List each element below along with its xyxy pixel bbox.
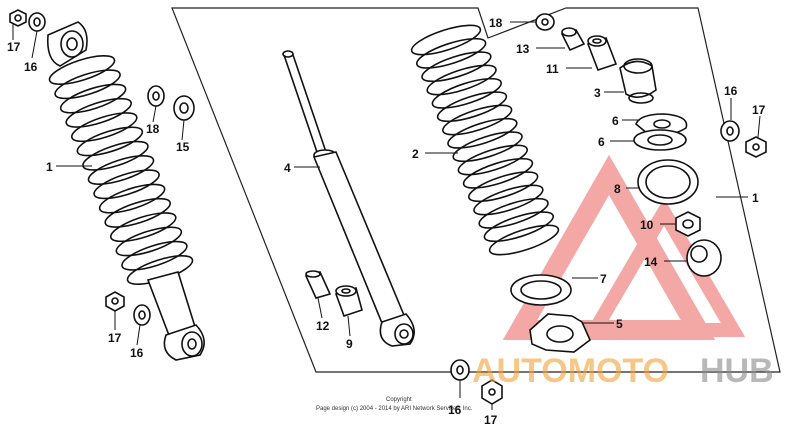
main-spring-coil — [468, 171, 539, 203]
main-spring-coil — [447, 117, 518, 149]
left-spring-coil — [71, 112, 138, 143]
left-spring-coil — [93, 169, 160, 200]
damper-4 — [282, 50, 415, 347]
main-spring-coil — [488, 224, 560, 256]
spring-seat-8 — [637, 159, 699, 205]
callout-10: 10 — [640, 218, 654, 232]
callout-16-top-left: 16 — [24, 60, 38, 74]
callout-17-bottom: 17 — [484, 413, 498, 427]
callout-3: 3 — [594, 86, 601, 100]
callout-9: 9 — [346, 337, 353, 351]
main-spring-coil — [462, 157, 534, 189]
left-spring-coil — [98, 183, 166, 214]
main-spring-coil — [457, 144, 528, 176]
spring-seat-6b — [633, 129, 687, 151]
callout-17-top-left: 17 — [7, 40, 21, 54]
callout-13: 13 — [516, 42, 530, 56]
main-spring-coil — [436, 91, 508, 123]
collar-9 — [334, 285, 363, 318]
callout-4: 4 — [284, 161, 291, 175]
stopper-rubber-3 — [619, 58, 657, 104]
nut-10 — [675, 211, 701, 237]
callout-11: 11 — [546, 62, 559, 76]
left-spring-coil — [76, 126, 144, 157]
watermark-text-hub: HUB — [700, 352, 774, 390]
nut-17-bottom — [481, 379, 503, 405]
left-spring-coil — [65, 97, 132, 128]
assembled-shock-absorber — [46, 21, 205, 361]
main-spring-coil — [452, 131, 523, 163]
spring-2 — [410, 24, 560, 256]
washer-18-top — [535, 13, 555, 31]
callout-12: 12 — [316, 319, 330, 333]
main-spring-coil — [416, 37, 487, 69]
copyright-title: Copyright — [386, 397, 412, 403]
callout-1-left: 1 — [46, 160, 53, 174]
washer-16-bottom-left — [133, 304, 151, 326]
left-spring-coil — [48, 55, 116, 85]
callout-1-right: 1 — [752, 191, 759, 205]
callout-5: 5 — [616, 317, 623, 331]
washer-16-bottom — [450, 359, 470, 381]
callout-2: 2 — [412, 147, 419, 161]
callout-7: 7 — [600, 272, 607, 286]
callout-18-left: 18 — [146, 122, 160, 136]
washer-18-left — [147, 85, 165, 107]
main-spring-coil — [431, 77, 502, 109]
left-spring-coil — [87, 155, 155, 185]
adjuster-5 — [529, 313, 591, 353]
callout-17-bottom-left: 17 — [108, 331, 122, 345]
nut-17-bottom-left — [105, 291, 125, 312]
copyright-line: Page design (c) 2004 - 2014 by ARI Netwo… — [316, 406, 473, 412]
bushing-14 — [686, 239, 722, 277]
main-spring-coil — [473, 184, 544, 216]
callout-6b: 6 — [598, 135, 605, 149]
callout-numbers: 17 16 1 18 15 17 16 4 12 9 2 18 13 11 3 … — [7, 16, 766, 427]
bushing-11 — [586, 35, 618, 72]
callout-8: 8 — [614, 182, 621, 196]
left-spring-coil — [54, 69, 121, 100]
main-spring-coil — [421, 51, 492, 83]
callout-17-right: 17 — [752, 103, 766, 117]
nut-17-top-left — [9, 9, 27, 27]
left-spring-coil — [110, 212, 177, 243]
watermark-brand: AUTOMOTO HUB — [472, 352, 774, 390]
main-spring-coil — [410, 24, 482, 56]
callout-16-bottom-left: 16 — [130, 346, 144, 360]
washer-16-right — [720, 120, 740, 142]
watermark-text-automoto: AUTOMOTO — [472, 352, 669, 390]
left-spring-coil — [104, 197, 171, 228]
main-spring-coil — [426, 64, 497, 96]
main-spring-coil — [483, 211, 554, 243]
nut-17-right — [745, 136, 767, 158]
washer-16-top-left — [28, 12, 46, 32]
callout-15: 15 — [176, 140, 190, 154]
washer-15 — [173, 95, 195, 121]
bushing-12 — [304, 270, 332, 299]
assembly-frame — [171, 7, 781, 373]
left-spring-coil — [115, 226, 183, 257]
callout-18-top: 18 — [489, 16, 503, 30]
bushing-13 — [560, 27, 586, 52]
spring-seat-7 — [510, 274, 572, 306]
callout-6a: 6 — [612, 114, 619, 128]
left-spring-coil — [59, 83, 127, 114]
callout-16-right: 16 — [724, 84, 738, 98]
left-spring-coil — [121, 240, 188, 271]
main-spring-coil — [442, 104, 513, 136]
callout-14: 14 — [644, 255, 658, 269]
leader-lines — [12, 21, 761, 410]
callout-16-bottom: 16 — [448, 403, 462, 417]
main-spring-coil — [478, 197, 549, 229]
